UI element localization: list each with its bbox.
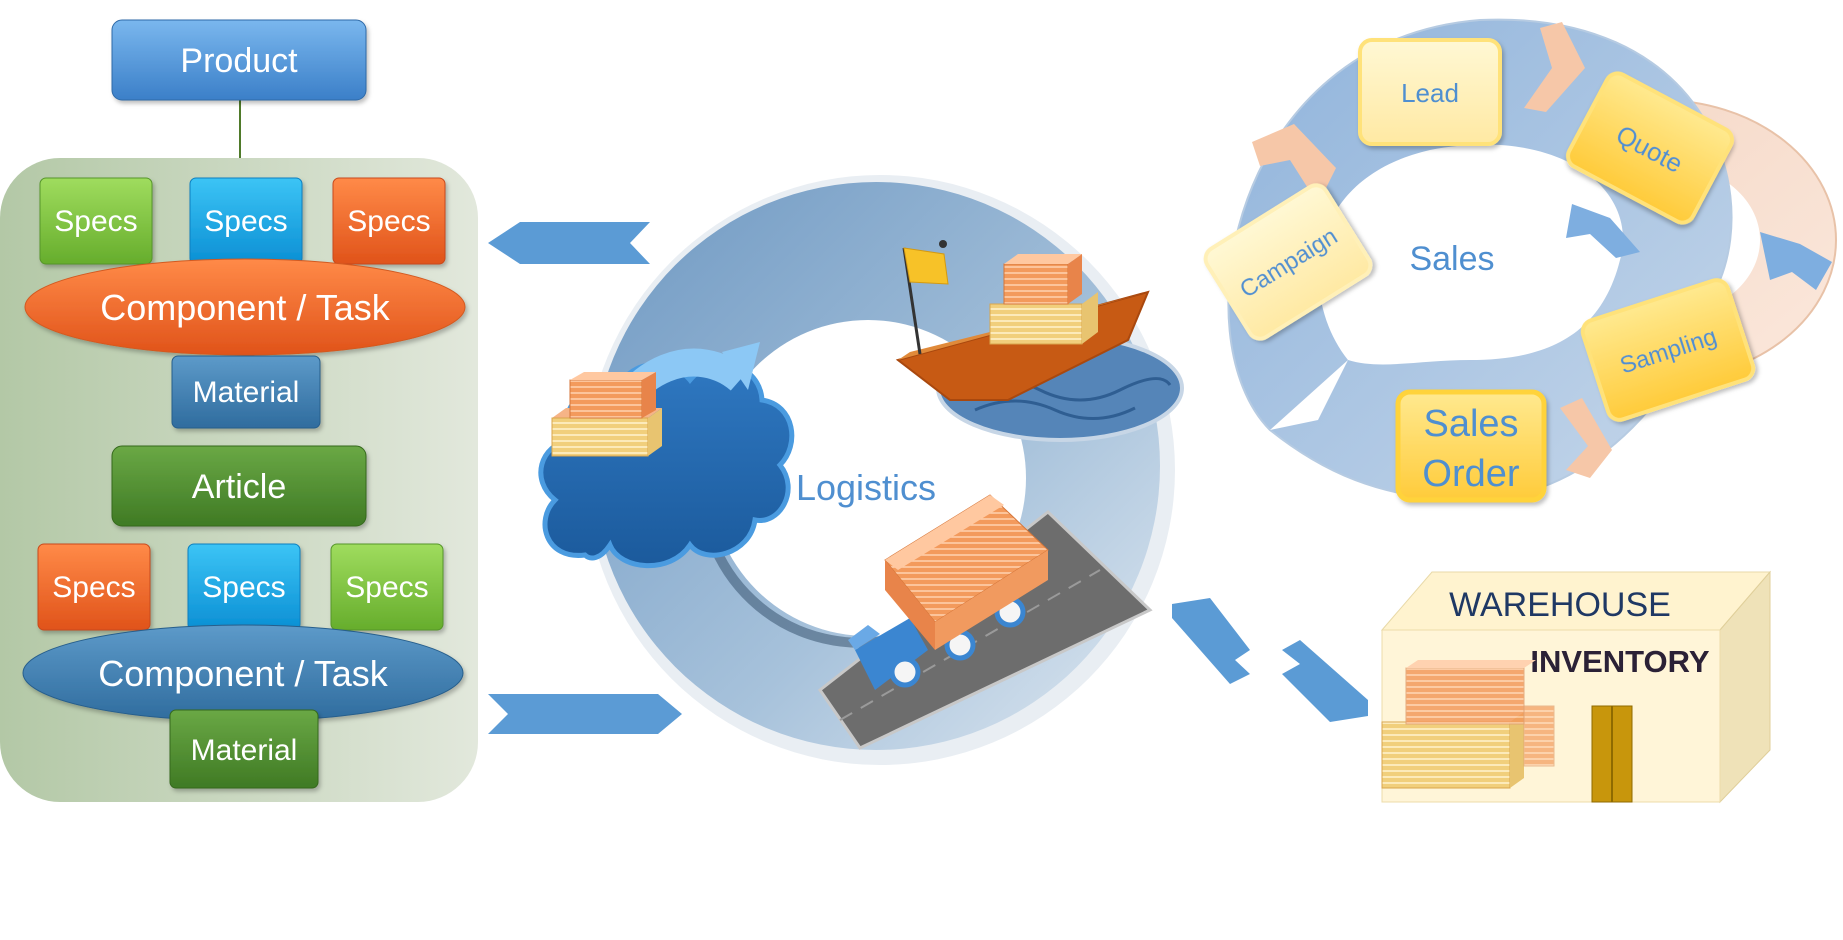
- product-label: Product: [180, 42, 298, 80]
- specs-node-5: Specs: [187, 543, 301, 631]
- component-node-2: Component / Task: [22, 624, 464, 722]
- arrow-left-icon: [488, 222, 650, 264]
- warehouse: WAREHOUSE INVENTORY: [1380, 570, 1772, 804]
- warehouse-subtitle: INVENTORY: [1530, 644, 1709, 679]
- sales-order-label-1: Sales: [1423, 403, 1518, 445]
- sales-order-step: Sales Order: [1395, 389, 1547, 503]
- quote-step: Quote: [1566, 71, 1734, 225]
- product-tree: Product Specs Specs Specs Component / Ta…: [0, 19, 478, 802]
- campaign-step: Campaign: [1203, 183, 1373, 341]
- specs-node-4: Specs: [37, 543, 151, 631]
- sales-cycle: Sales Lead Quote Campaign Sampling Sales…: [1203, 18, 1837, 503]
- arrow-right-icon: [488, 694, 682, 734]
- warehouse-title: WAREHOUSE: [1449, 586, 1671, 624]
- material-node-2: Material: [169, 709, 319, 789]
- material-node-1: Material: [171, 355, 321, 429]
- specs-node-1: Specs: [39, 177, 153, 265]
- logistics-label: Logistics: [796, 467, 936, 508]
- specs-label: Specs: [52, 571, 135, 604]
- chevron-icon: [1566, 204, 1640, 258]
- component-node-1: Component / Task: [24, 258, 466, 356]
- warehouse-boxes-icon: [1381, 660, 1555, 789]
- component-label: Component / Task: [100, 287, 390, 328]
- product-node: Product: [111, 19, 367, 101]
- specs-label: Specs: [204, 205, 287, 238]
- article-node: Article: [111, 445, 367, 527]
- specs-label: Specs: [347, 205, 430, 238]
- component-label: Component / Task: [98, 653, 388, 694]
- chevron-icon: [1560, 398, 1612, 478]
- specs-node-6: Specs: [330, 543, 444, 631]
- ship-icon: [895, 240, 1184, 442]
- boxes-icon: [551, 372, 662, 457]
- material-label: Material: [193, 376, 300, 409]
- specs-label: Specs: [345, 571, 428, 604]
- lead-label: Lead: [1401, 78, 1459, 108]
- lead-step: Lead: [1358, 38, 1502, 146]
- article-label: Article: [192, 468, 286, 506]
- sampling-step: Sampling: [1580, 278, 1756, 422]
- specs-node-3: Specs: [332, 177, 446, 265]
- specs-label: Specs: [54, 205, 137, 238]
- specs-node-2: Specs: [189, 177, 303, 265]
- sales-center-label: Sales: [1409, 240, 1494, 278]
- chevron-icon: [1524, 22, 1585, 112]
- chevron-icon: [1760, 232, 1832, 290]
- specs-label: Specs: [202, 571, 285, 604]
- double-arrow-icon: [1172, 598, 1368, 722]
- material-label: Material: [191, 734, 298, 767]
- truck-icon: [817, 494, 1153, 750]
- sales-order-label-2: Order: [1422, 453, 1519, 495]
